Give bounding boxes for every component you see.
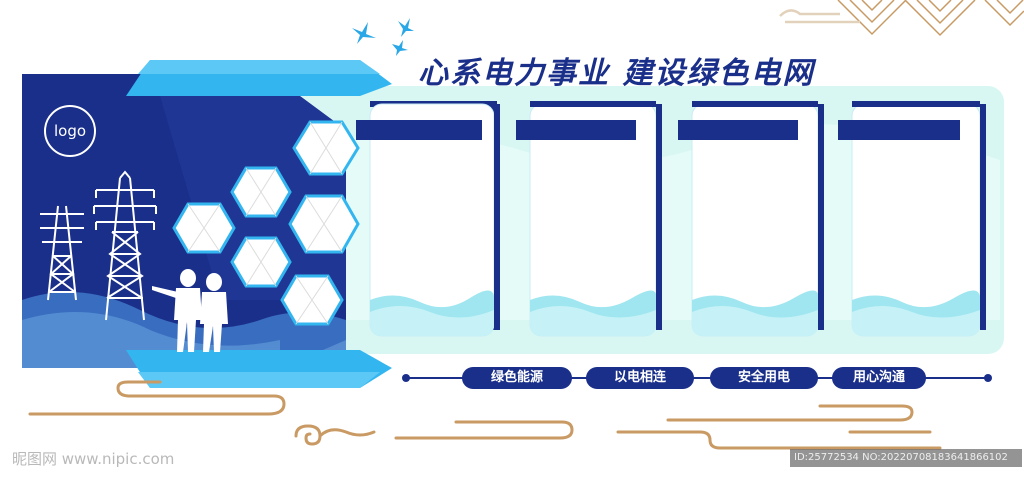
tag-connected-by-power: 以电相连	[586, 367, 694, 389]
auspicious-cloud-icon	[28, 380, 942, 450]
tag-green-energy: 绿色能源	[462, 367, 572, 389]
swallow-icon	[352, 18, 414, 56]
display-panel-2	[516, 101, 662, 337]
top-cloud-line	[779, 9, 860, 24]
power-tower-icon	[40, 170, 157, 321]
logo-circle	[44, 105, 96, 157]
site-watermark: 昵图网 www.nipic.com	[12, 450, 175, 468]
display-panel-1	[356, 101, 500, 337]
tag-safe-electricity: 安全用电	[710, 367, 818, 389]
hexagon-placeholder-lines	[187, 121, 343, 325]
display-panel-3	[678, 101, 824, 337]
worker-silhouette-icon	[152, 269, 228, 352]
page-title: 心系电力事业 建设绿色电网	[418, 56, 815, 91]
logo: logo	[53, 122, 87, 140]
corner-line-decoration	[837, 0, 1024, 37]
display-panel-4	[838, 101, 986, 337]
tag-attentive-communication: 用心沟通	[832, 367, 926, 389]
image-id-watermark: ID:25772534 NO:20220708183641866102	[790, 449, 1022, 467]
